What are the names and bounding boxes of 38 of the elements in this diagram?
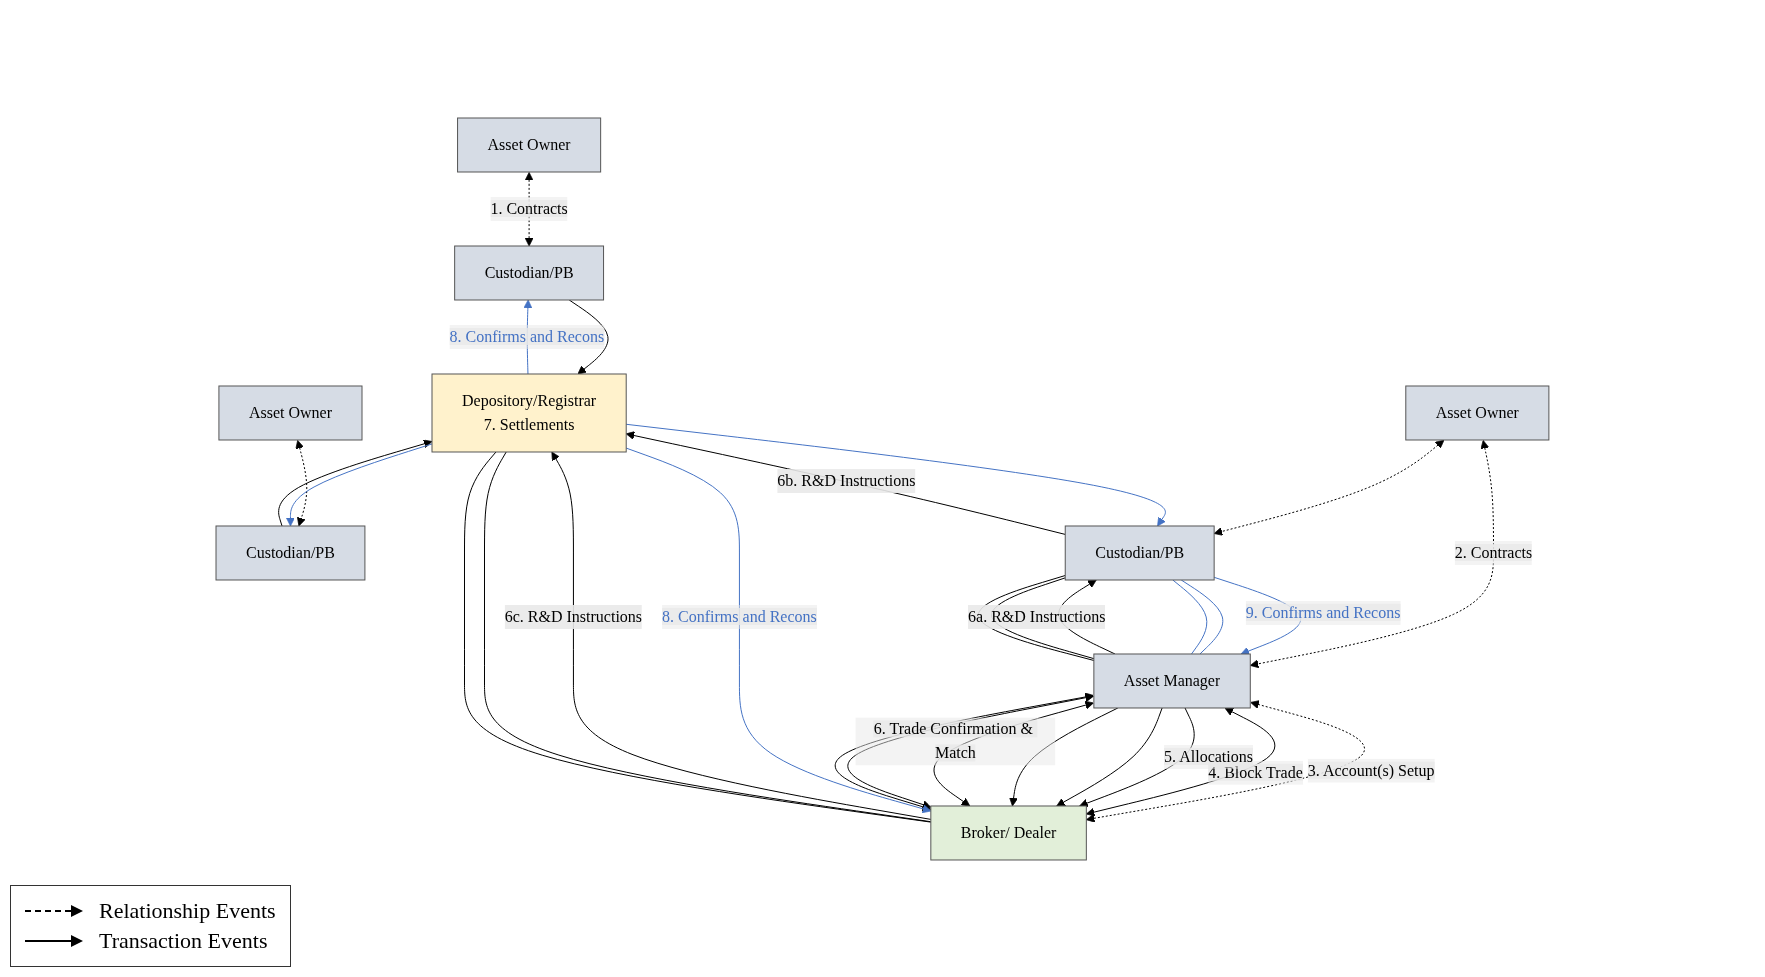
edge-label: 6. Trade Confirmation & Match (873, 719, 1033, 761)
legend-text: Transaction Events (99, 928, 268, 954)
edge-label: 6b. R&D Instructions (777, 471, 916, 489)
arrow (625, 430, 1066, 535)
connector (1180, 579, 1224, 654)
edge-label: 6c. R&D Instructions (504, 607, 643, 625)
edge-label: 1. Contracts (490, 199, 568, 217)
arrow (1213, 439, 1445, 536)
edge-label: 5. Allocations (1164, 747, 1254, 765)
node-box: Asset Owner (1405, 385, 1550, 440)
node-box: Custodian/PB (215, 525, 366, 580)
edge-label: 4. Block Trade (1208, 763, 1303, 781)
edge-label: 9. Confirms and Recons (1245, 603, 1401, 621)
edge-label: 2. Contracts (1454, 543, 1533, 561)
edge-label: 8. Confirms and Recons (449, 327, 605, 345)
arrow (1249, 439, 1495, 668)
node-box: Custodian/PB (1064, 525, 1215, 580)
node-box: Depository/Registrar 7. Settlements (431, 373, 627, 452)
edge-label: 6a. R&D Instructions (968, 607, 1106, 625)
arrow (625, 423, 1166, 526)
node-box: Custodian/PB (454, 245, 605, 300)
arrow (1086, 699, 1366, 823)
node-box: Broker/ Dealer (930, 805, 1087, 860)
node-box: Asset Owner (218, 385, 363, 440)
arrow (625, 447, 932, 813)
node-box: Asset Owner (457, 117, 602, 172)
node-box: Asset Manager (1093, 653, 1251, 708)
legend-text: Relationship Events (99, 898, 276, 924)
arrow (1009, 707, 1119, 806)
edge-label: 3. Account(s) Setup (1307, 761, 1435, 779)
arrow (1056, 707, 1163, 806)
arrow (524, 171, 534, 246)
arrow (1086, 707, 1276, 816)
edge-label: 8. Confirms and Recons (662, 607, 817, 625)
arrow (568, 299, 609, 374)
arrow (551, 451, 932, 820)
arrow (295, 439, 308, 526)
connector (1172, 579, 1208, 654)
